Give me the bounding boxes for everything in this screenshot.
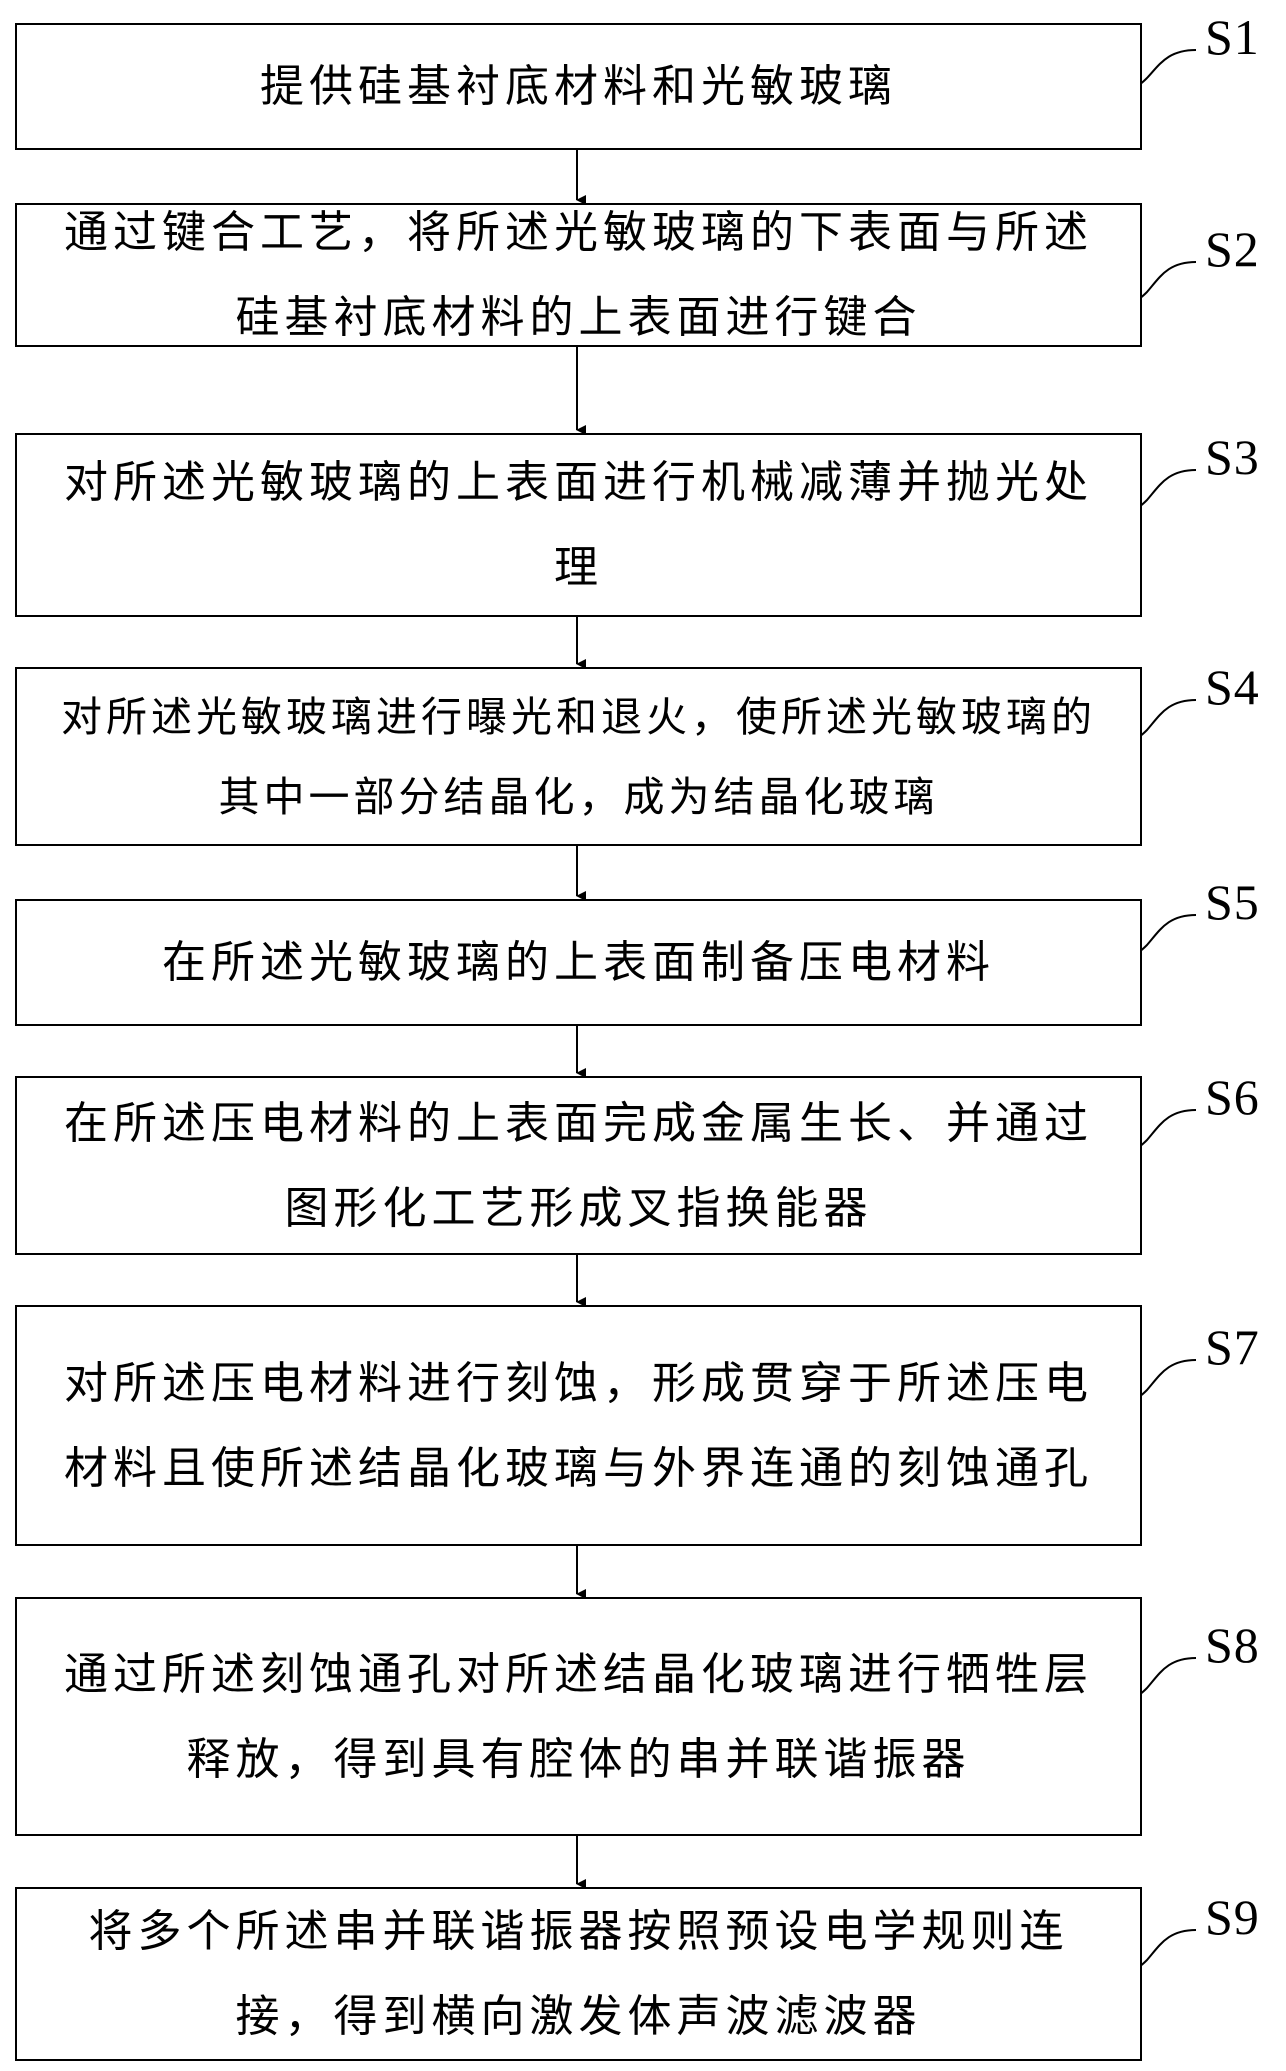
leader-s1 [1134,49,1197,88]
step-label-s7: S7 [1205,1319,1260,1375]
leader-s4 [1134,699,1197,740]
step-box-s5: 在所述光敏玻璃的上表面制备压电材料 [15,899,1142,1026]
step-text-s9: 将多个所述串并联谐振器按照预设电学规则连接，得到横向激发体声波滤波器 [88,1906,1069,2042]
step-label-s6: S6 [1205,1069,1260,1125]
step-text-s3: 对所述光敏玻璃的上表面进行机械减薄并抛光处理 [64,457,1093,593]
leader-s7 [1134,1359,1197,1400]
step-text-s7: 对所述压电材料进行刻蚀，形成贯穿于所述压电材料且使所述结晶化玻璃与外界连通的刻蚀… [64,1357,1093,1494]
step-label-s3: S3 [1205,429,1260,485]
step-label-s8: S8 [1205,1617,1260,1673]
step-text-s1: 提供硅基衬底材料和光敏玻璃 [260,61,897,112]
step-text-s6: 在所述压电材料的上表面完成金属生长、并通过图形化工艺形成叉指换能器 [64,1097,1093,1234]
leader-s6 [1134,1109,1197,1150]
leader-s2 [1134,261,1197,302]
step-box-s9: 将多个所述串并联谐振器按照预设电学规则连接，得到横向激发体声波滤波器 [15,1887,1142,2061]
step-label-s2: S2 [1205,221,1260,277]
step-box-s4: 对所述光敏玻璃进行曝光和退火，使所述光敏玻璃的其中一部分结晶化，成为结晶化玻璃 [15,667,1142,846]
step-text-s5: 在所述光敏玻璃的上表面制备压电材料 [162,937,995,988]
step-text-s2: 通过键合工艺，将所述光敏玻璃的下表面与所述硅基衬底材料的上表面进行键合 [64,207,1093,343]
leader-s8 [1134,1657,1197,1698]
step-text-s8: 通过所述刻蚀通孔对所述结晶化玻璃进行牺牲层释放，得到具有腔体的串并联谐振器 [64,1648,1093,1785]
step-box-s3: 对所述光敏玻璃的上表面进行机械减薄并抛光处理 [15,433,1142,617]
step-box-s8: 通过所述刻蚀通孔对所述结晶化玻璃进行牺牲层释放，得到具有腔体的串并联谐振器 [15,1597,1142,1836]
step-box-s7: 对所述压电材料进行刻蚀，形成贯穿于所述压电材料且使所述结晶化玻璃与外界连通的刻蚀… [15,1305,1142,1546]
leader-s5 [1134,914,1197,955]
step-label-s9: S9 [1205,1889,1260,1945]
step-label-s1: S1 [1205,9,1260,65]
leader-s3 [1134,469,1197,510]
step-label-s4: S4 [1205,659,1260,715]
step-box-s2: 通过键合工艺，将所述光敏玻璃的下表面与所述硅基衬底材料的上表面进行键合 [15,203,1142,347]
step-text-s4: 对所述光敏玻璃进行曝光和退火，使所述光敏玻璃的其中一部分结晶化，成为结晶化玻璃 [61,692,1096,821]
step-box-s1: 提供硅基衬底材料和光敏玻璃 [15,23,1142,150]
leader-s9 [1134,1929,1197,1970]
step-box-s6: 在所述压电材料的上表面完成金属生长、并通过图形化工艺形成叉指换能器 [15,1076,1142,1255]
step-label-s5: S5 [1205,874,1260,930]
